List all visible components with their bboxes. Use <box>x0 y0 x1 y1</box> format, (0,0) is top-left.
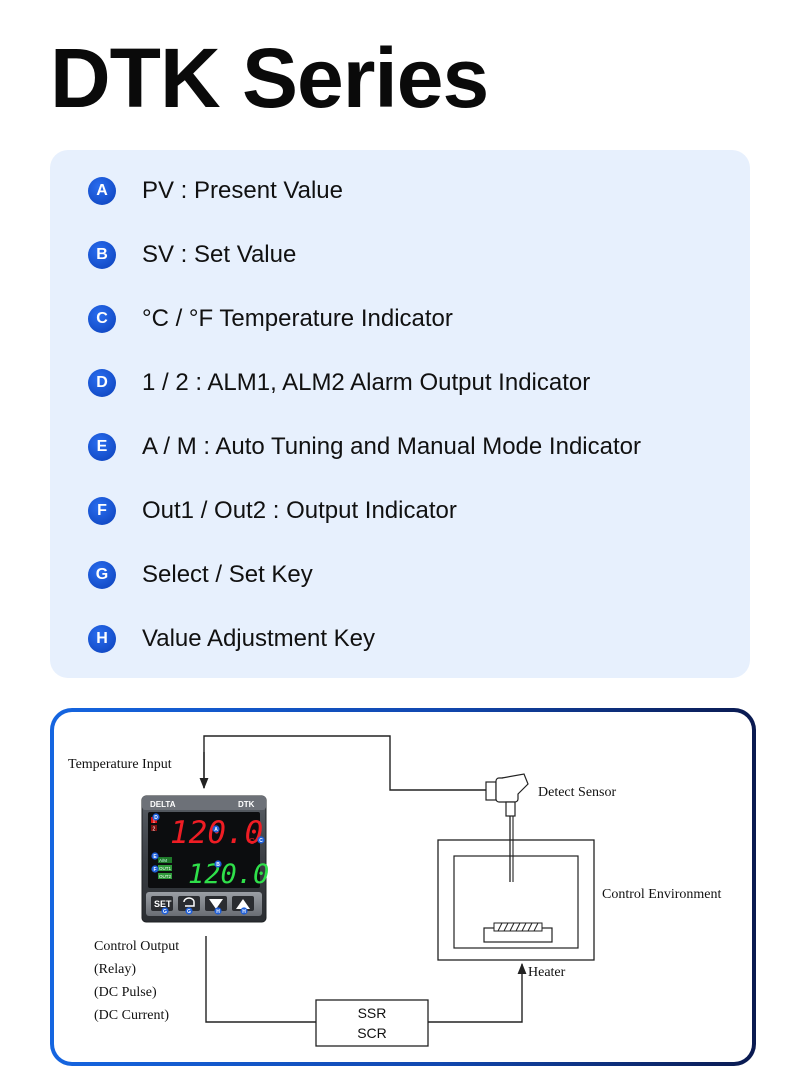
callout-h-2: H <box>242 909 246 915</box>
page-title: DTK Series <box>50 31 489 125</box>
up-arrow-icon <box>236 899 250 909</box>
legend-item-d: D 1 / 2 : ALM1, ALM2 Alarm Output Indica… <box>88 366 590 400</box>
callout-a: A <box>214 827 218 833</box>
legend-text-e: A / M : Auto Tuning and Manual Mode Indi… <box>142 433 641 460</box>
label-control-output: Control Output <box>94 939 179 954</box>
label-dc-current: (DC Current) <box>94 1008 169 1023</box>
label-relay: (Relay) <box>94 962 136 977</box>
label-temperature-input: Temperature Input <box>68 757 172 772</box>
legend-badge-d: D <box>88 369 116 397</box>
legend-text-b: SV : Set Value <box>142 241 297 268</box>
legend-badge-f: F <box>88 497 116 525</box>
indicator-am: A/M <box>159 858 167 863</box>
ssr-scr-box <box>315 999 429 1047</box>
legend-badge-b: B <box>88 241 116 269</box>
legend-item-b: B SV : Set Value <box>88 238 296 272</box>
wiring-diagram: Temperature Input DELTA DTK 1 2 <box>54 712 752 1062</box>
legend-item-a: A PV : Present Value <box>88 174 343 208</box>
legend-item-f: F Out1 / Out2 : Output Indicator <box>88 494 457 528</box>
legend-text-d: 1 / 2 : ALM1, ALM2 Alarm Output Indicato… <box>142 369 591 396</box>
indicator-out1: OUT1 <box>159 866 171 871</box>
device-model: DTK <box>238 800 255 809</box>
callout-e: E <box>153 854 157 860</box>
legend-item-h: H Value Adjustment Key <box>88 622 375 656</box>
wiring-diagram-svg: Temperature Input DELTA DTK 1 2 <box>68 735 721 1047</box>
legend-item-c: C °C / °F Temperature Indicator <box>88 302 453 336</box>
label-ssr: SSR <box>358 1005 387 1021</box>
legend-badge-e: E <box>88 433 116 461</box>
label-heater: Heater <box>528 965 566 980</box>
key-loop <box>178 896 200 911</box>
callout-g-1: G <box>163 909 167 915</box>
callout-g-2: G <box>187 909 191 915</box>
arrow-control-output <box>205 936 334 1027</box>
detect-sensor <box>485 773 529 882</box>
callout-c: C <box>259 838 263 844</box>
legend-text-h: Value Adjustment Key <box>142 625 376 652</box>
legend-badge-h: H <box>88 625 116 653</box>
alarm-indicator-2: 2 <box>153 827 156 833</box>
key-set: SET <box>154 899 172 909</box>
callout-d: D <box>154 815 158 821</box>
legend-item-g: G Select / Set Key <box>88 558 313 592</box>
unit-indicator-c: C <box>249 837 255 846</box>
line-sensor-feedback <box>203 735 486 791</box>
legend-panel: A PV : Present Value B SV : Set Value C … <box>50 150 750 678</box>
device-brand: DELTA <box>150 800 176 809</box>
down-arrow-icon <box>209 899 223 909</box>
legend-text-g: Select / Set Key <box>142 561 313 588</box>
arrow-to-heater <box>428 962 527 1023</box>
callout-h-1: H <box>216 909 220 915</box>
legend-badge-c: C <box>88 305 116 333</box>
legend-text-c: °C / °F Temperature Indicator <box>142 305 453 332</box>
pv-display: 120.0 <box>170 815 263 851</box>
label-scr: SCR <box>357 1025 387 1041</box>
label-dc-pulse: (DC Pulse) <box>94 985 157 1000</box>
dtk-controller: DELTA DTK 1 2 120.0 C A/M OUT1 <box>141 795 269 923</box>
loop-icon <box>183 897 195 907</box>
wiring-diagram-frame: Temperature Input DELTA DTK 1 2 <box>50 708 756 1066</box>
label-control-environment: Control Environment <box>602 887 721 902</box>
label-detect-sensor: Detect Sensor <box>538 785 616 800</box>
legend-text-f: Out1 / Out2 : Output Indicator <box>142 497 457 524</box>
legend-badge-g: G <box>88 561 116 589</box>
legend-badge-a: A <box>88 177 116 205</box>
callout-f: F <box>153 867 156 873</box>
legend-item-e: E A / M : Auto Tuning and Manual Mode In… <box>88 430 641 464</box>
legend-text-a: PV : Present Value <box>142 177 343 204</box>
alarm-indicator-1: 1 <box>153 819 156 825</box>
indicator-out2: OUT2 <box>159 874 171 879</box>
sv-display: 120.0 <box>188 859 269 890</box>
callout-b: B <box>216 862 220 868</box>
